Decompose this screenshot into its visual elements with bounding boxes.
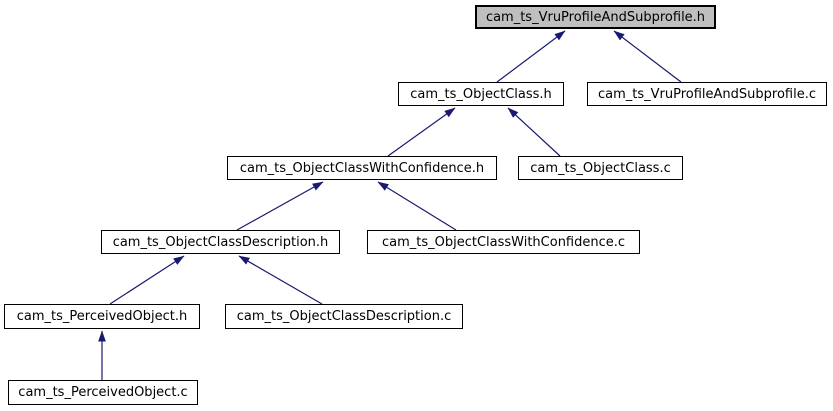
node-cam-ts-objectclasswithconfidence-h[interactable]: cam_ts_ObjectClassWithConfidence.h [227,156,497,180]
edge-vru-c-to-vru-h [613,30,682,83]
node-cam-ts-vruprofileandsubprofile-h[interactable]: cam_ts_VruProfileAndSubprofile.h [475,5,716,29]
edge-objectclass-h-to-vru-h [496,30,566,83]
node-cam-ts-objectclass-h[interactable]: cam_ts_ObjectClass.h [398,82,564,106]
edge-po-h-to-ocd-h [109,255,185,305]
node-cam-ts-objectclassdescription-c[interactable]: cam_ts_ObjectClassDescription.c [225,304,463,329]
node-cam-ts-objectclass-c[interactable]: cam_ts_ObjectClass.c [518,156,683,180]
node-cam-ts-objectclasswithconfidence-c[interactable]: cam_ts_ObjectClassWithConfidence.c [367,230,640,254]
edge-ocd-c-to-ocd-h [238,255,323,305]
node-cam-ts-perceivedobject-h[interactable]: cam_ts_PerceivedObject.h [4,304,200,329]
node-cam-ts-vruprofileandsubprofile-c[interactable]: cam_ts_VruProfileAndSubprofile.c [587,82,827,106]
node-cam-ts-objectclassdescription-h[interactable]: cam_ts_ObjectClassDescription.h [101,230,340,254]
edge-objectclass-c-to-objectclass-h [507,107,561,157]
node-cam-ts-perceivedobject-c[interactable]: cam_ts_PerceivedObject.c [8,380,198,405]
edge-ocwc-h-to-objectclass-h [387,107,456,157]
edge-ocwc-c-to-ocwc-h [377,181,457,231]
edge-ocd-h-to-ocwc-h [236,181,324,231]
